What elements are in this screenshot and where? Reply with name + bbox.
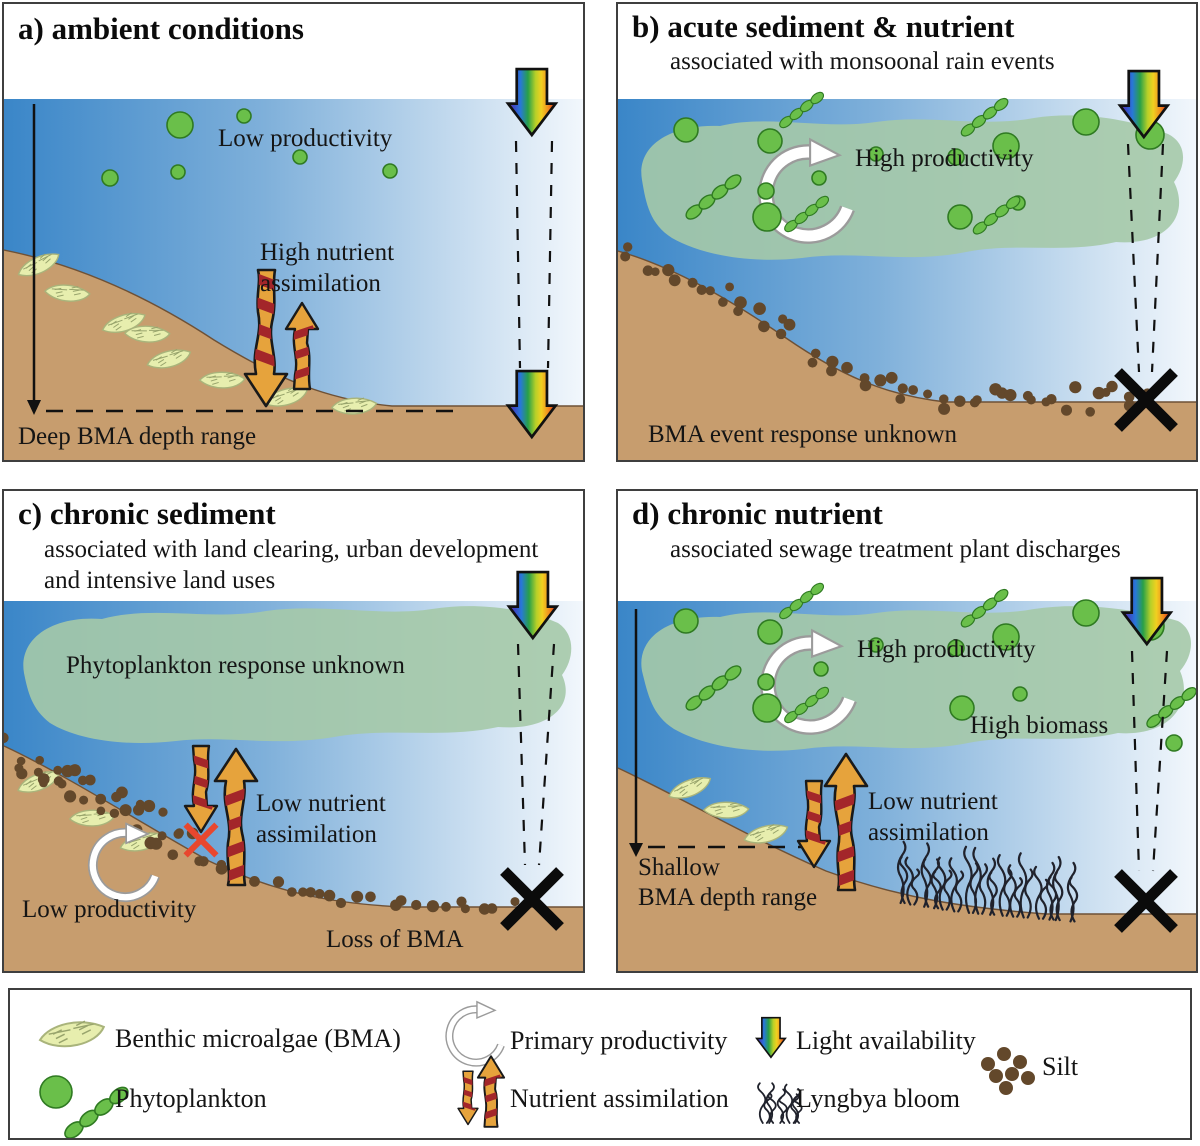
panel-b: b) acute sediment & nutrient associated …	[616, 2, 1198, 462]
phytoplankton-icon	[39, 1075, 132, 1143]
label-low-nutrient-1: Low nutrient	[868, 788, 998, 815]
panel-b-subtitle: associated with monsoonal rain events	[670, 48, 1055, 75]
panel-d-subtitle: associated sewage treatment plant discha…	[670, 536, 1121, 563]
legend-icons	[38, 990, 1035, 1143]
bloom-patch	[23, 606, 572, 743]
panel-a-scene	[4, 67, 583, 460]
label-low-nutrient-1: Low nutrient	[256, 790, 386, 817]
label-deep-bma-depth: Deep BMA depth range	[18, 423, 257, 450]
label-low-productivity: Low productivity	[22, 896, 197, 923]
label-loss-of-bma: Loss of BMA	[326, 926, 464, 953]
depth-range-arrow	[629, 609, 820, 857]
lyngbya-bloom	[896, 840, 1079, 923]
label-high-productivity: High productivity	[855, 145, 1034, 172]
lyngbya-icon	[757, 1082, 803, 1124]
panel-a-title: a) ambient conditions	[18, 11, 304, 46]
legend: Benthic microalgae (BMA) Phytoplankton P…	[8, 988, 1192, 1143]
panel-c-subtitle-1: associated with land clearing, urban dev…	[44, 536, 539, 563]
panel-c-title: c) chronic sediment	[18, 496, 276, 531]
panel-d-title: d) chronic nutrient	[632, 496, 883, 531]
silt-dots	[198, 856, 520, 915]
label-high-biomass: High biomass	[970, 712, 1109, 739]
label-low-productivity: Low productivity	[218, 125, 393, 152]
legend-primary-productivity-label: Primary productivity	[510, 1026, 728, 1055]
seafloor-edge	[618, 767, 1196, 915]
label-low-nutrient-2: assimilation	[868, 819, 989, 846]
legend-nutrient-assimilation-label: Nutrient assimilation	[510, 1084, 729, 1113]
seafloor	[618, 251, 1196, 460]
seafloor-edge	[4, 745, 583, 908]
legend-phytoplankton-label: Phytoplankton	[115, 1084, 267, 1113]
label-bma-event-response: BMA event response unknown	[648, 421, 957, 448]
legend-benthic-label: Benthic microalgae (BMA)	[115, 1024, 401, 1053]
panel-c-scene	[4, 570, 583, 971]
seafloor	[618, 768, 1196, 971]
label-high-productivity: High productivity	[857, 636, 1036, 663]
legend-light-label: Light availability	[796, 1026, 976, 1055]
light-cone-dashes	[1126, 143, 1165, 373]
label-shallow-1: Shallow	[638, 854, 720, 881]
legend-lyngbya-label: Lyngbya bloom	[796, 1084, 960, 1113]
light-cone-dashes	[516, 643, 556, 866]
seafloor	[4, 746, 583, 971]
label-high-nutrient-1: High nutrient	[260, 239, 395, 266]
light-cone-dashes	[514, 140, 554, 369]
panel-b-scene	[618, 69, 1196, 460]
phytoplankton-cells	[101, 108, 398, 187]
legend-silt-label: Silt	[1042, 1052, 1079, 1081]
light-cone-dashes	[1130, 650, 1169, 872]
bma-icon	[38, 1020, 105, 1048]
panel-d: d) chronic nutrient associated sewage tr…	[616, 489, 1198, 973]
label-low-nutrient-2: assimilation	[256, 821, 377, 848]
silt-icon	[981, 1047, 1035, 1095]
label-phytoplankton-response: Phytoplankton response unknown	[66, 652, 405, 679]
panel-c: c) chronic sediment associated with land…	[2, 489, 585, 973]
nutrient-assimilation-icon	[458, 1056, 504, 1127]
label-shallow-2: BMA depth range	[638, 884, 818, 911]
seafloor-edge	[4, 249, 583, 407]
label-high-nutrient-2: assimilation	[260, 270, 381, 297]
depth-range-arrow	[27, 104, 459, 415]
phytoplankton-cells	[673, 108, 1165, 232]
panel-b-title: b) acute sediment & nutrient	[632, 9, 1015, 44]
light-availability-icon	[755, 1016, 787, 1059]
primary-productivity-icon	[449, 1002, 501, 1063]
panel-d-scene	[618, 576, 1196, 971]
panel-c-subtitle-2: and intensive land uses	[44, 567, 276, 594]
panel-a: a) ambient conditions Low productivity H…	[2, 2, 585, 462]
